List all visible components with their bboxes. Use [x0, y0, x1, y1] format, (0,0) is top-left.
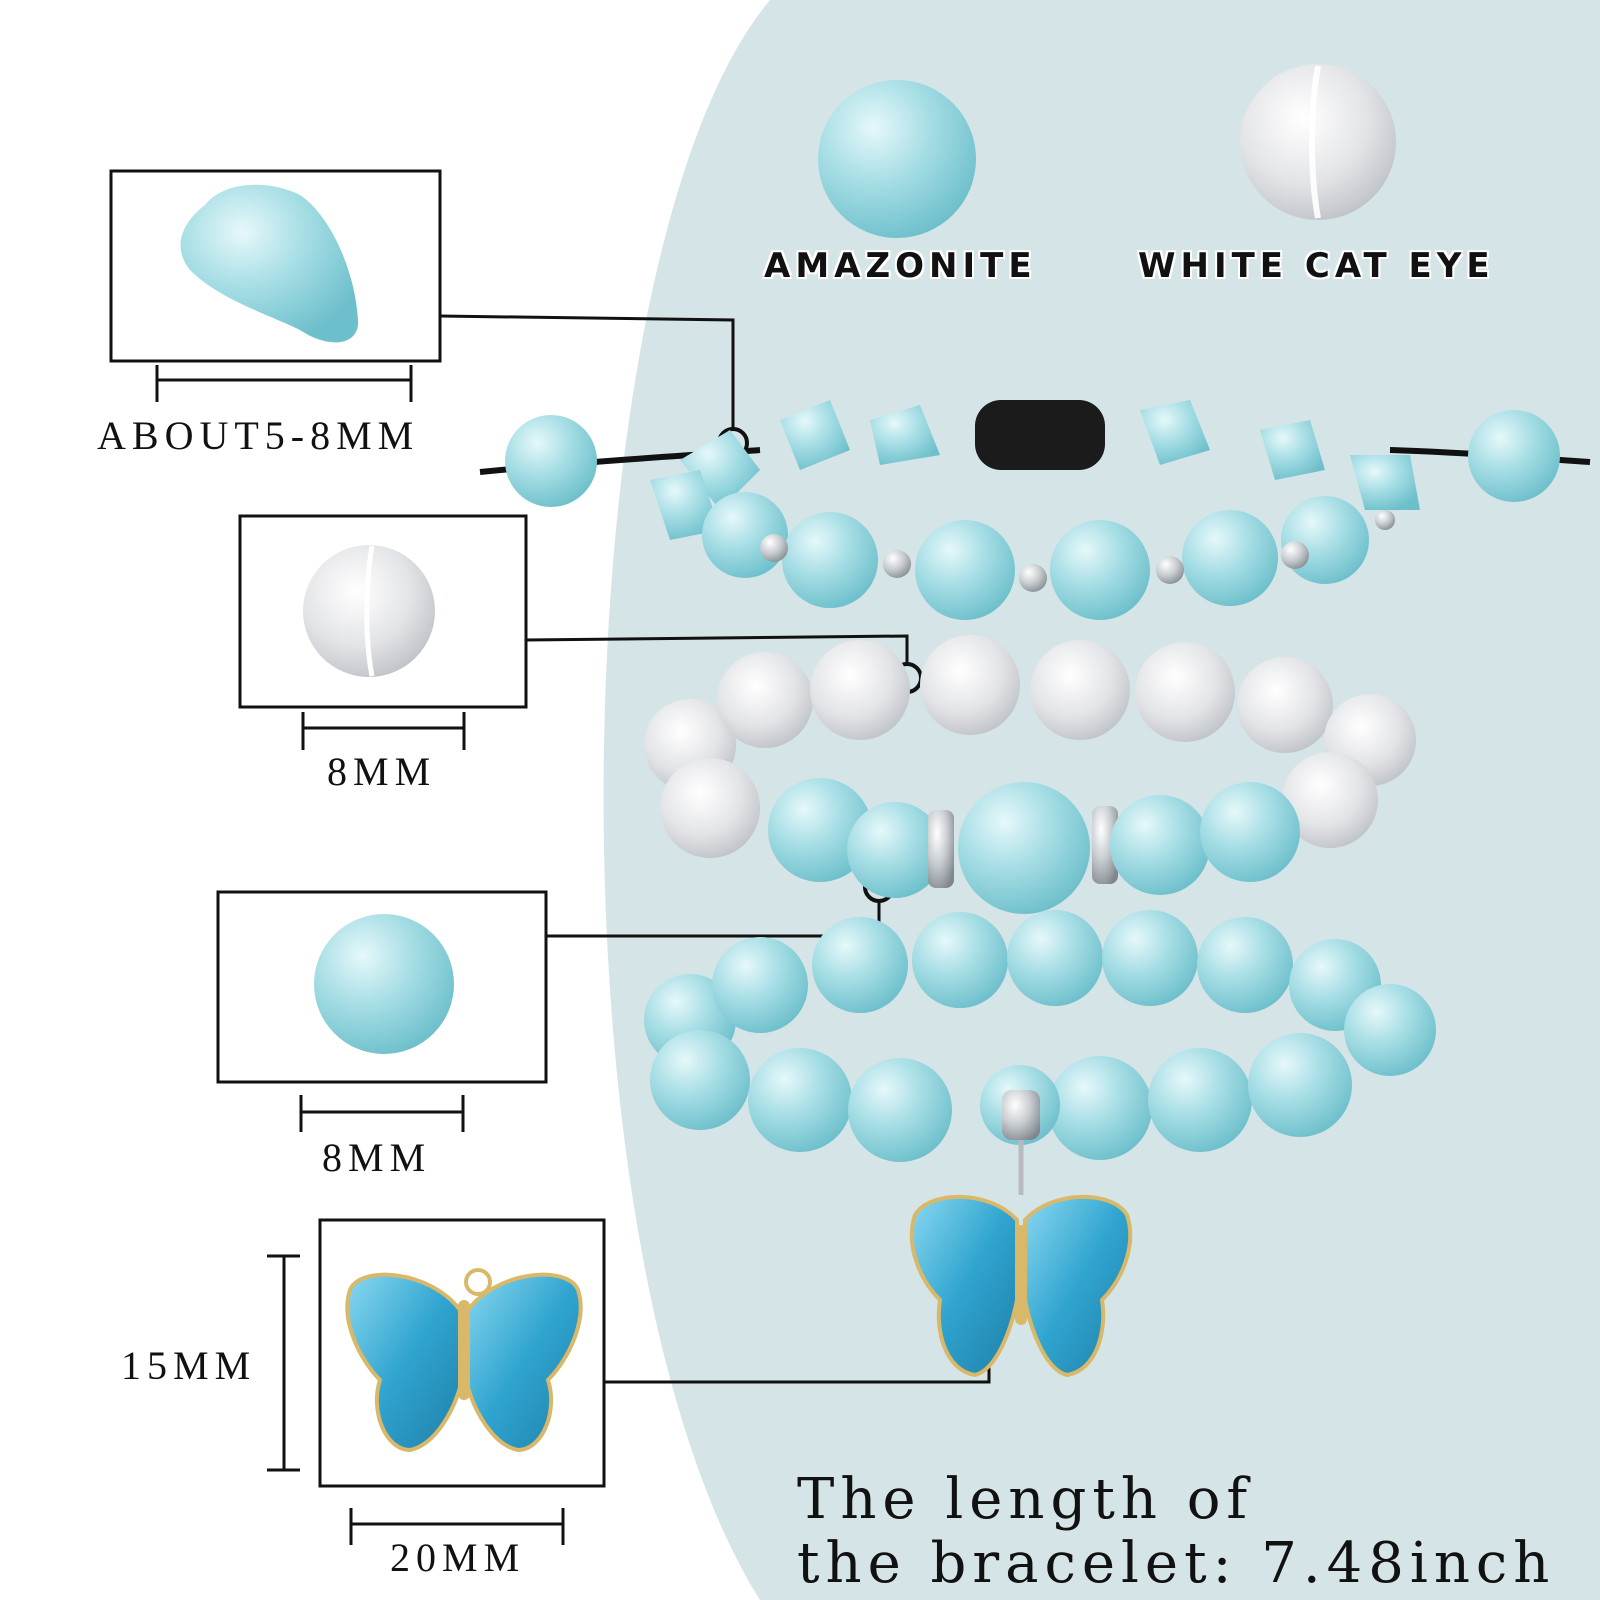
bracelet-amazonite-butterfly — [644, 910, 1436, 1378]
amazonite-dimension-line — [299, 1095, 465, 1132]
cat-eye-dimension-line — [301, 712, 466, 750]
cat-eye-leader-line — [525, 634, 909, 663]
bracelet-chip-adjustable — [479, 400, 1591, 620]
butterfly-height-line — [267, 1254, 300, 1472]
butterfly-width-line — [349, 1508, 565, 1545]
amazonite-bead — [314, 914, 454, 1054]
chip-size-label: ABOUT5-8MM — [97, 413, 420, 458]
white-cat-eye-label: WHITE CAT EYE — [1138, 246, 1495, 286]
chip-dimension-line — [155, 365, 413, 402]
butterfly-width-label: 20MM — [390, 1535, 526, 1580]
cat-eye-size-label: 8MM — [327, 749, 437, 794]
bracelet-length-line-2: the bracelet: 7.48inch — [797, 1531, 1556, 1596]
amazonite-size-label: 8MM — [322, 1135, 432, 1180]
butterfly-charm — [345, 1268, 583, 1453]
background-panel — [603, 0, 1600, 1600]
bracelet-cat-eye — [644, 635, 1416, 914]
cat-eye-sample-bead — [1240, 64, 1396, 220]
white-cat-eye-bead — [303, 545, 435, 677]
butterfly-height-label: 15MM — [121, 1343, 257, 1388]
amazonite-sample-bead — [818, 80, 976, 238]
amazonite-label: AMAZONITE — [764, 246, 1037, 286]
bracelet-length-line-1: The length of — [797, 1467, 1254, 1532]
chip-leader-line — [439, 314, 735, 428]
amazonite-chip — [180, 184, 359, 343]
